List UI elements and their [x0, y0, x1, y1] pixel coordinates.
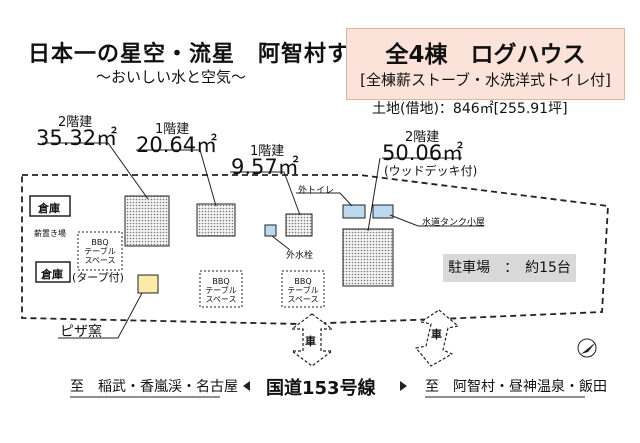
storage-1-label: 倉庫	[38, 202, 60, 215]
bbq-2-label: BBQ テーブル スペース	[205, 277, 237, 304]
bbq-3-label: BBQ テーブル スペース	[287, 277, 319, 304]
banner-headline: 全4棟 ログハウス	[385, 42, 586, 68]
feature-banner: 全4棟 ログハウス [全棟薪ストーブ・水洗洋式トイレ付]	[346, 28, 625, 100]
road-direction-left: 至 稲武・香嵐渓・名古屋	[70, 379, 238, 395]
bbq-box-3	[281, 270, 325, 308]
firewood-label: 薪置き場	[34, 229, 66, 238]
leader-building-4	[367, 157, 462, 232]
north-arrow	[581, 342, 596, 354]
car-label-2: 車	[431, 328, 442, 341]
car-entrance-arrow-2	[414, 309, 460, 367]
leader-pizza	[58, 292, 143, 339]
bbq-box-2	[199, 270, 243, 308]
car-label-1: 車	[305, 335, 316, 348]
building-4	[342, 228, 394, 287]
page-subtitle: ～おいしい水と空気～	[96, 68, 247, 86]
building-3-area: 9.57㎡	[231, 155, 299, 179]
storage-1	[29, 195, 71, 217]
building-3	[285, 213, 313, 237]
page-title: 日本一の星空・流星 阿智村すぐ	[28, 42, 374, 67]
road-arrow-left	[243, 381, 250, 391]
north-compass	[577, 338, 597, 358]
building-4-area: 50.06㎡	[382, 141, 464, 165]
outdoor-faucet-label: 外水栓	[286, 251, 314, 261]
building-3-floors: 1階建	[250, 144, 285, 159]
banner-detail: [全棟薪ストーブ・水洗洋式トイレ付]	[360, 71, 611, 89]
storage-2	[35, 261, 71, 283]
leader-toilet	[296, 192, 353, 207]
land-area: 土地(借地)：846㎡[255.91坪]	[372, 101, 568, 117]
pizza-oven-label: ピザ窯	[60, 324, 102, 340]
road-arrow-right	[400, 381, 407, 391]
outdoor-toilet	[342, 204, 366, 219]
leader-building-3	[230, 171, 301, 216]
bbq-1-label: BBQ テーブル スペース	[84, 238, 116, 265]
building-4-note: (ウッドデッキ付)	[384, 164, 478, 178]
leader-building-1	[42, 142, 149, 200]
bbq-box-1	[77, 231, 123, 271]
leader-faucet	[271, 235, 291, 251]
road-name: 国道153号線	[266, 378, 376, 399]
pizza-oven	[137, 274, 159, 294]
building-1	[124, 195, 170, 247]
building-2-area: 20.64㎡	[136, 133, 218, 157]
outdoor-faucet	[264, 224, 277, 237]
property-boundary	[21, 174, 609, 325]
leader-building-2	[136, 149, 217, 207]
leader-water-tank	[389, 214, 484, 227]
building-2	[196, 203, 236, 237]
building-1-floors: 2階建	[58, 115, 93, 130]
parking-label: 駐車場 ： 約15台	[443, 254, 576, 282]
water-tank-label: 水道タンク小屋	[422, 218, 486, 228]
car-entrance-arrow-1	[290, 313, 334, 367]
building-1-area: 35.32㎡	[36, 126, 118, 150]
storage-2-label: 倉庫	[41, 268, 63, 281]
road-direction-right: 至 阿智村・昼神温泉・飯田	[425, 379, 607, 395]
tarp-label: (タープ付)	[72, 271, 124, 284]
water-tank-hut	[372, 204, 394, 219]
building-2-floors: 1階建	[155, 122, 190, 137]
outdoor-toilet-label: 外トイレ	[298, 186, 335, 196]
building-4-floors: 2階建	[405, 130, 440, 145]
